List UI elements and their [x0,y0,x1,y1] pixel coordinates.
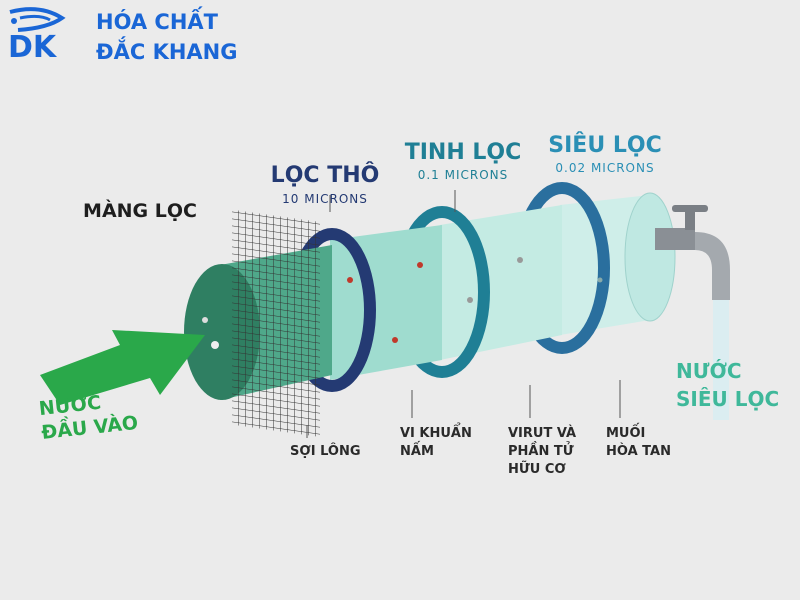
faucet-icon [655,205,730,420]
ultrafilter-segment [514,182,676,354]
removed-salts: MUỐI HÒA TAN [606,425,671,461]
removed-bacteria-line2: NẤM [400,444,434,459]
input-label: NƯỚC ĐẦU VÀO [38,387,139,445]
logo-line1: HÓA CHẤT [96,10,218,34]
removed-virus-line2: PHẦN TỬ [508,444,574,459]
logo-swoosh-icon [9,7,66,32]
stage-sub-coarse: 10 MICRONS [282,192,368,206]
output-label-line2: SIÊU LỌC [676,387,780,411]
removed-salts-line1: MUỐI [606,426,646,441]
removed-fibers-text: SỢI LÔNG [290,444,361,459]
logo-mark: DK [8,30,57,65]
removed-fibers: SỢI LÔNG [290,443,361,461]
logo-line2: ĐẮC KHANG [96,40,238,64]
removed-virus-line1: VIRUT VÀ [508,426,577,441]
output-label-line1: NƯỚC [676,359,742,383]
removed-virus: VIRUT VÀ PHẦN TỬ HỮU CƠ [508,425,576,479]
output-label: NƯỚC SIÊU LỌC [676,357,779,413]
removed-bacteria-line1: VI KHUẨN [400,426,472,441]
stage-title-membrane: MÀNG LỌC [83,200,197,222]
particles [202,257,603,349]
stage-sub-ultra: 0.02 MICRONS [555,161,655,175]
stage-title-coarse: LỌC THÔ [270,163,380,188]
stage-sub-fine: 0.1 MICRONS [417,168,509,182]
removed-bacteria: VI KHUẨN NẤM [400,425,472,461]
stage-title-ultra: SIÊU LỌC [548,133,662,158]
stage-title-fine: TINH LỌC [404,140,522,165]
removed-virus-line3: HỮU CƠ [508,462,566,477]
mesh-membrane [232,209,320,437]
pointer-lines [306,190,621,438]
removed-salts-line2: HÒA TAN [606,444,671,459]
input-arrow-icon [40,330,205,405]
